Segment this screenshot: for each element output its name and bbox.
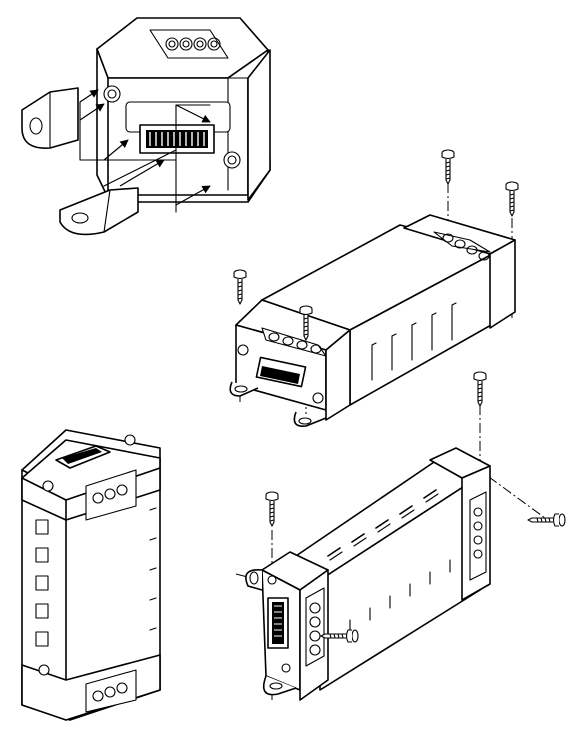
mounting-bracket bbox=[59, 187, 139, 236]
housing bbox=[21, 429, 161, 721]
mounting-bracket bbox=[21, 87, 79, 149]
housing bbox=[245, 447, 491, 701]
view-bracket-attachment bbox=[21, 17, 271, 236]
view-screw-mount-horizontal bbox=[229, 149, 519, 428]
view-upright-assembled bbox=[21, 429, 161, 721]
screw bbox=[441, 149, 455, 185]
screw bbox=[527, 513, 566, 527]
screw bbox=[233, 269, 247, 305]
screw bbox=[265, 491, 279, 527]
view-screw-mount-vertical bbox=[235, 371, 566, 701]
housing bbox=[229, 214, 516, 428]
screw bbox=[473, 371, 487, 407]
housing bbox=[96, 17, 271, 203]
screw bbox=[505, 181, 519, 217]
